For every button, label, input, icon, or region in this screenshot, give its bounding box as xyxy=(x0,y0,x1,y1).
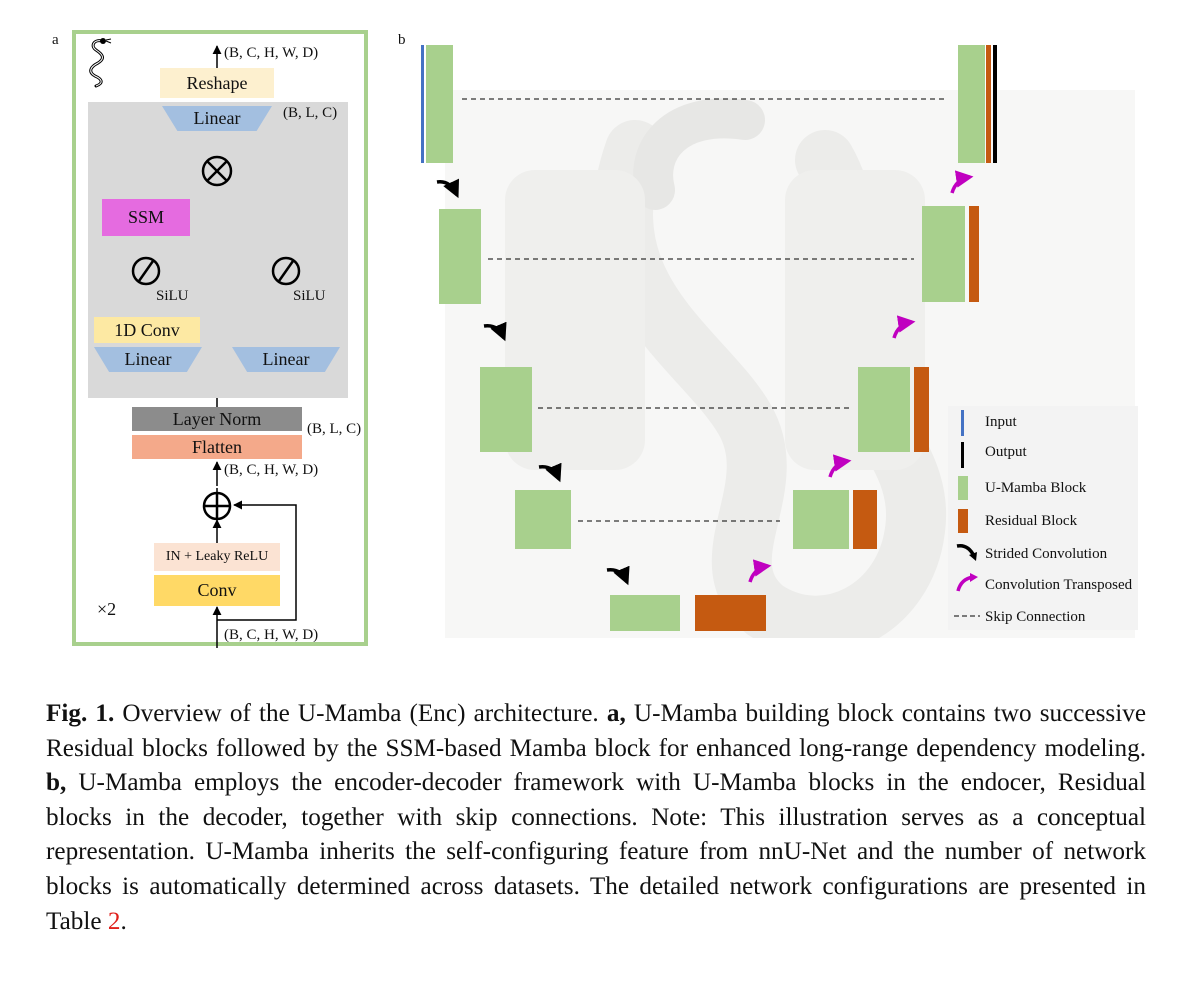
legend-skip-label: Skip Connection xyxy=(985,609,1086,625)
legend-residual-label: Residual Block xyxy=(985,513,1078,529)
repeat-label: ×2 xyxy=(97,599,117,619)
ssm-box: SSM xyxy=(102,199,190,236)
table-reference-link[interactable]: 2 xyxy=(107,907,121,935)
panel-a-letter: a xyxy=(52,32,59,48)
shape-bottom-label: (B, C, H, W, D) xyxy=(224,627,319,643)
caption-text-3: U-Mamba employs the encoder-decoder fram… xyxy=(46,769,1146,935)
legend-output-swatch xyxy=(961,442,964,468)
reshape-box: Reshape xyxy=(160,68,274,98)
legend-input-label: Input xyxy=(985,414,1017,430)
linear-left-box: Linear xyxy=(94,347,202,372)
legend: Input Output U-Mamba Block Residual Bloc… xyxy=(948,406,1138,630)
add-icon xyxy=(202,491,232,521)
silu-left-icon xyxy=(131,256,161,286)
panel-b-letter: b xyxy=(398,32,406,48)
caption-text-1: Overview of the U-Mamba (Enc) architectu… xyxy=(114,700,607,727)
silu-left-label: SiLU xyxy=(156,288,189,304)
layer-norm-box: Layer Norm xyxy=(132,407,302,431)
caption-label: Fig. 1. xyxy=(46,700,115,727)
legend-umamba-swatch xyxy=(958,476,968,500)
flatten-box: Flatten xyxy=(132,435,302,459)
background-snake-illustration xyxy=(445,90,1135,656)
legend-residual-swatch xyxy=(958,509,968,533)
caption-b-label: b, xyxy=(46,769,67,797)
silu-right-label: SiLU xyxy=(293,288,326,304)
strided-convolution-icon xyxy=(956,543,977,561)
caption-text-4: . xyxy=(120,907,127,935)
legend-input-swatch xyxy=(961,410,964,436)
silu-right-icon xyxy=(271,256,301,286)
unet-diagram xyxy=(421,45,997,631)
panel-a-frame xyxy=(72,30,368,646)
shape-flatten-label: (B, L, C) xyxy=(307,421,362,437)
linear-right-box: Linear xyxy=(232,347,340,372)
shape-mid-label: (B, C, H, W, D) xyxy=(224,462,319,478)
multiply-icon xyxy=(201,155,233,187)
shape-linear-label: (B, L, C) xyxy=(283,105,338,121)
figure-caption: Fig. 1. Overview of the U-Mamba (Enc) ar… xyxy=(46,697,1146,939)
conv-box: Conv xyxy=(154,575,280,606)
legend-strided-label: Strided Convolution xyxy=(985,546,1108,562)
legend-skip-swatch xyxy=(954,615,980,617)
caption-text-2: U-Mamba building block contains two succ… xyxy=(46,700,1147,762)
snake-icon xyxy=(89,38,112,88)
legend-output-label: Output xyxy=(985,444,1027,460)
legend-umamba-label: U-Mamba Block xyxy=(985,480,1087,496)
shape-top-label: (B, C, H, W, D) xyxy=(224,45,319,61)
caption-a-label: a, xyxy=(606,700,626,727)
conv1d-box: 1D Conv xyxy=(94,317,200,343)
linear-output-box: Linear xyxy=(162,106,272,131)
legend-transposed-label: Convolution Transposed xyxy=(985,577,1133,593)
transposed-convolution-icon xyxy=(956,573,978,592)
in-leaky-relu-box: IN + Leaky ReLU xyxy=(154,543,280,571)
